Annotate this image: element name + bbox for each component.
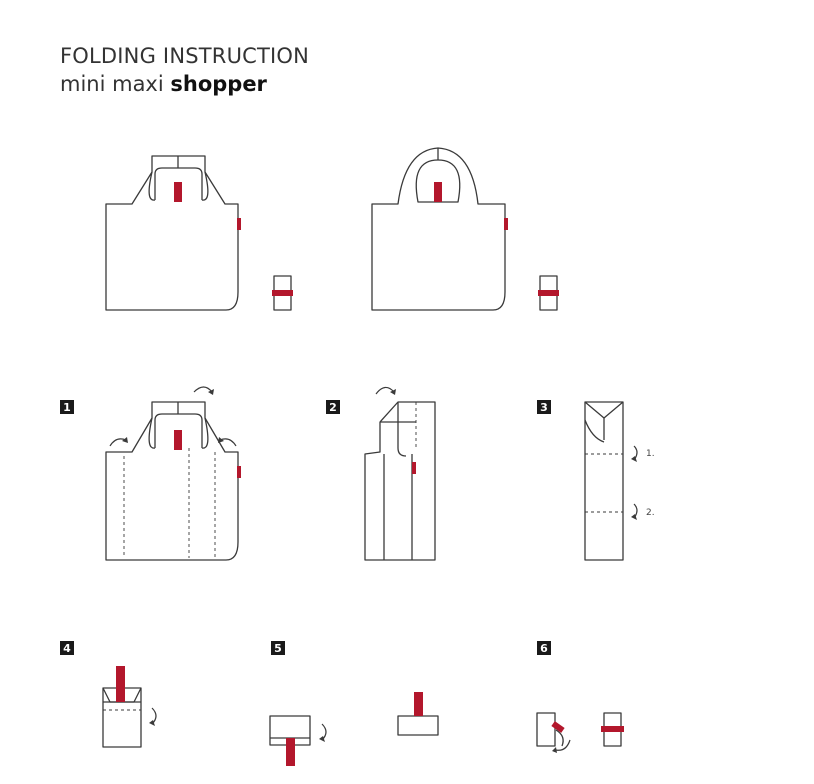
shopper-open-view-1 (105, 155, 241, 311)
step-badge-5: 5 (271, 641, 285, 655)
arrow-head-icon (390, 389, 396, 395)
arrow-head-icon (631, 456, 637, 462)
step-badge-4: 4 (60, 641, 74, 655)
product-name-bold: shopper (170, 72, 267, 96)
side-label (237, 218, 241, 230)
svg-text:3: 3 (540, 401, 548, 414)
red-tag (434, 182, 442, 202)
step-2-illustration (364, 386, 436, 561)
arrow-head-icon (319, 736, 325, 742)
step-3-illustration: 1. 2. (584, 401, 655, 561)
step-badge-3: 3 (537, 400, 551, 414)
step-4-illustration (102, 666, 157, 748)
product-name: mini maxi shopper (60, 72, 267, 96)
svg-text:1: 1 (63, 401, 71, 414)
arrow-head-icon (631, 514, 637, 520)
instruction-title: FOLDING INSTRUCTION (60, 44, 310, 68)
svg-text:5: 5 (274, 642, 282, 655)
arrow-head-icon (552, 747, 557, 753)
shopper-pouch-1 (272, 275, 293, 311)
step-badge-2: 2 (326, 400, 340, 414)
fold-arrow-icon (193, 386, 213, 393)
step-1-illustration (105, 386, 241, 561)
step-5-illustration (269, 692, 439, 766)
step-badge-1: 1 (60, 400, 74, 414)
fold-label-2: 2. (646, 508, 655, 518)
svg-text:2: 2 (329, 401, 337, 414)
step-6-illustration (536, 712, 624, 753)
fold-arrow-icon (375, 386, 395, 395)
svg-text:4: 4 (63, 642, 71, 655)
red-tag (174, 182, 182, 202)
side-label (504, 218, 508, 230)
product-name-regular: mini maxi (60, 72, 171, 96)
arrow-head-icon (122, 437, 128, 443)
fold-label-1: 1. (646, 449, 655, 459)
svg-text:6: 6 (540, 642, 548, 655)
step-badge-6: 6 (537, 641, 551, 655)
fold-arrow-icon (555, 739, 571, 751)
arrow-head-icon (218, 437, 224, 443)
arrow-head-icon (208, 389, 214, 395)
arrow-head-icon (149, 720, 155, 726)
shopper-open-view-2 (371, 147, 508, 311)
shopper-pouch-2 (538, 275, 559, 311)
